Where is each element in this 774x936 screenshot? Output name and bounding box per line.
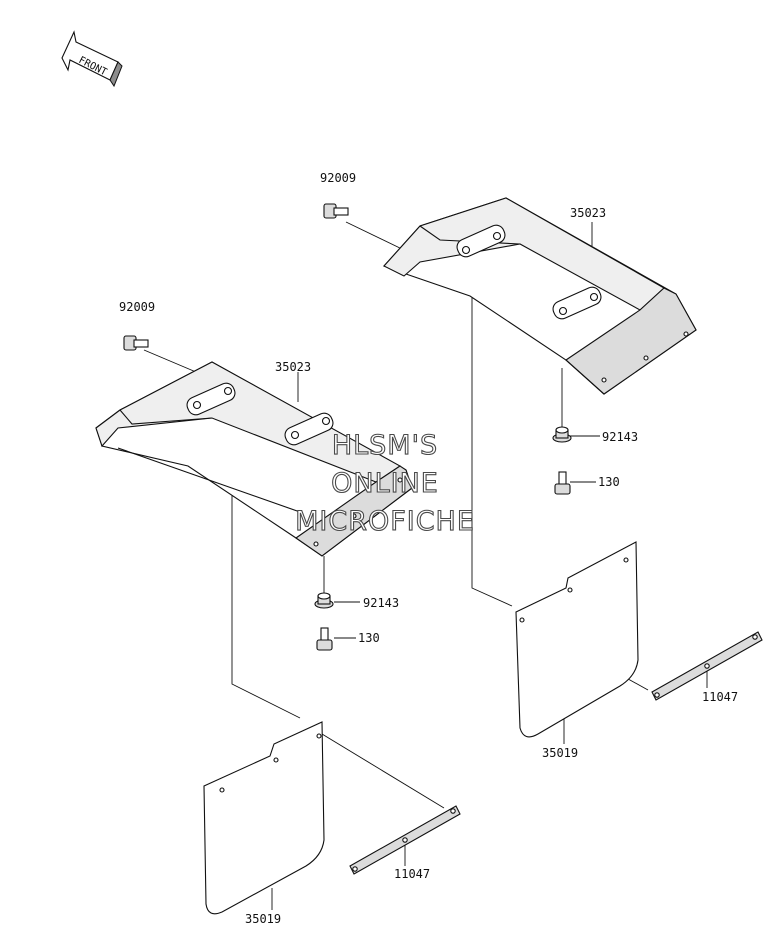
plate-11047-left <box>349 805 461 875</box>
watermark-line-1: HLSM'S <box>331 430 439 461</box>
bolt-130-left <box>316 627 333 651</box>
part-label-92009-top: 92009 <box>320 171 357 185</box>
collar-92143-left <box>314 592 334 609</box>
watermark-line-3: MICROFICHE <box>295 506 475 537</box>
collar-92143-right <box>552 426 572 443</box>
part-label-130-left: 130 <box>358 631 380 645</box>
bolt-130-right <box>554 471 571 495</box>
leader-line <box>143 349 197 373</box>
part-label-35019-left: 35019 <box>245 912 282 926</box>
bolt-92009-top <box>323 203 349 219</box>
part-label-35019-right: 35019 <box>542 746 579 760</box>
part-label-130-right: 130 <box>598 475 620 489</box>
mud-flap-left <box>203 721 325 915</box>
mud-flap-right <box>515 541 639 738</box>
bolt-92009-left <box>123 335 149 351</box>
front-arrow-icon: FRONT <box>61 30 123 88</box>
part-label-92143-right: 92143 <box>602 430 639 444</box>
leader-line <box>321 733 445 809</box>
part-label-92009-left: 92009 <box>119 300 156 314</box>
watermark-line-2: ONLINE <box>331 468 439 499</box>
part-label-35023-top: 35023 <box>570 206 607 220</box>
fender-flap-left <box>95 361 413 557</box>
part-label-35023-left: 35023 <box>275 360 312 374</box>
part-label-11047-left: 11047 <box>394 867 431 881</box>
leader-line <box>345 221 405 251</box>
plate-11047-right <box>651 631 763 701</box>
fender-flap-right <box>383 197 697 395</box>
part-label-92143-left: 92143 <box>363 596 400 610</box>
part-label-11047-right: 11047 <box>702 690 739 704</box>
